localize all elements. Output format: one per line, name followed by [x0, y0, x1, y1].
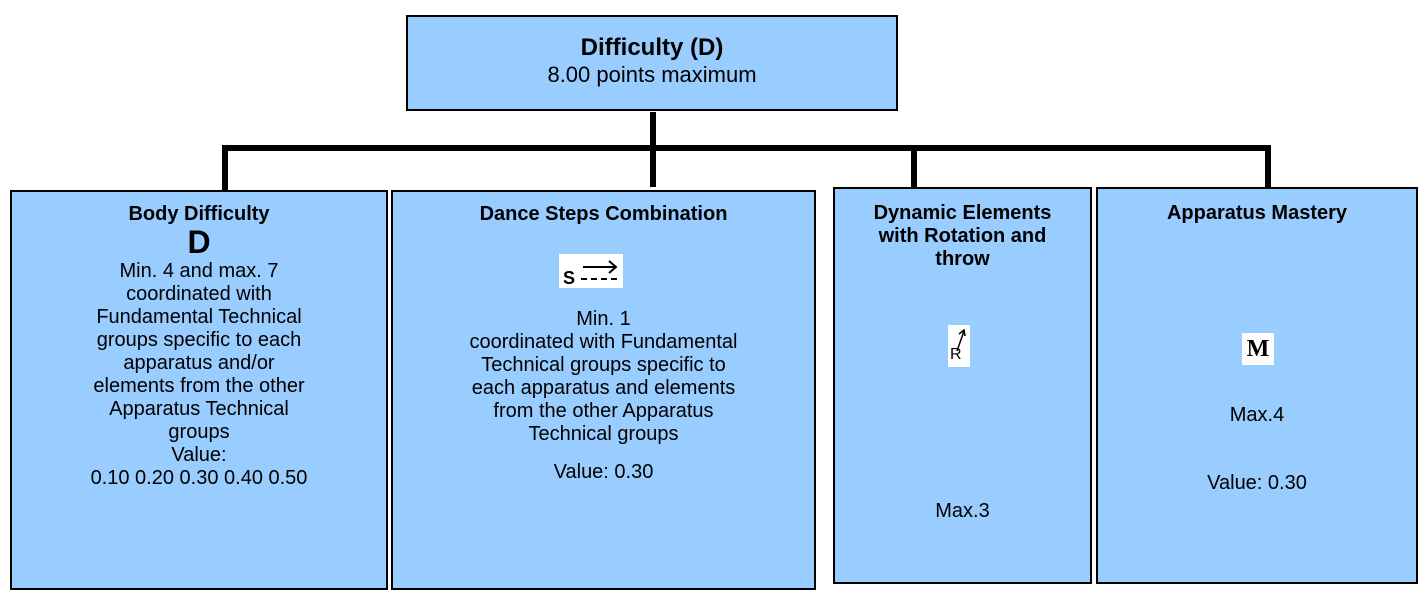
dynamic-elements-box: Dynamic Elements with Rotation and throw…: [833, 187, 1092, 584]
title-line: Dynamic Elements: [873, 202, 1052, 224]
text-line: Fundamental Technical: [96, 306, 302, 328]
connector-top-vertical: [650, 112, 656, 148]
dance-steps-value: Value: 0.30: [553, 461, 654, 483]
text-line: from the other Apparatus: [493, 400, 714, 422]
dance-steps-symbol-icon: S: [559, 254, 623, 288]
text-line: Technical groups specific to: [481, 354, 726, 376]
text-line: each apparatus and elements: [471, 377, 736, 399]
body-difficulty-title: Body Difficulty: [128, 203, 270, 225]
body-difficulty-symbol: D: [187, 224, 211, 260]
body-difficulty-box: Body Difficulty D Min. 4 and max. 7 coor…: [10, 190, 388, 590]
text-line: apparatus and/or: [123, 352, 275, 374]
dance-steps-symbol-letter: S: [563, 268, 576, 288]
difficulty-subtitle: 8.00 points maximum: [547, 62, 757, 87]
title-line: throw: [935, 248, 990, 270]
difficulty-title: Difficulty (D): [580, 34, 724, 61]
connector-drop-4: [1265, 145, 1271, 187]
rotation-symbol-letter: R: [950, 346, 962, 363]
apparatus-mastery-box: Apparatus Mastery M Max.4 Value: 0.30: [1096, 187, 1418, 584]
connector-drop-3: [911, 145, 917, 187]
connector-drop-1: [222, 145, 228, 190]
text-line: Technical groups: [528, 423, 679, 445]
body-difficulty-lines: Min. 4 and max. 7 coordinated with Funda…: [12, 260, 386, 490]
text-line: Min. 1: [576, 308, 631, 330]
value-list: 0.10 0.20 0.30 0.40 0.50: [90, 467, 308, 489]
dance-steps-lines: Min. 1 coordinated with Fundamental Tech…: [393, 308, 814, 446]
mastery-icon: M: [1242, 333, 1274, 365]
dynamic-elements-max: Max.3: [935, 500, 990, 522]
text-line: Min. 4 and max. 7: [119, 260, 279, 282]
text-line: groups specific to each: [96, 329, 302, 351]
connector-horizontal: [222, 145, 1271, 151]
connector-drop-2: [650, 145, 656, 187]
text-line: coordinated with: [126, 283, 272, 305]
text-line: groups: [168, 421, 230, 443]
rotation-throw-icon: R: [948, 325, 970, 367]
text-line: coordinated with Fundamental: [469, 331, 738, 353]
difficulty-box: Difficulty (D) 8.00 points maximum: [406, 15, 898, 111]
text-line: Apparatus Technical: [109, 398, 289, 420]
dance-steps-box: Dance Steps Combination S Min. 1 coordin…: [391, 190, 816, 590]
apparatus-mastery-value: Value: 0.30: [1207, 472, 1307, 494]
text-line: elements from the other: [93, 375, 305, 397]
dance-steps-title: Dance Steps Combination: [479, 203, 728, 225]
dynamic-elements-title: Dynamic Elements with Rotation and throw: [835, 202, 1090, 271]
value-label: Value:: [171, 444, 227, 466]
title-line: with Rotation and: [878, 225, 1047, 247]
apparatus-mastery-max: Max.4: [1229, 404, 1285, 426]
apparatus-mastery-title: Apparatus Mastery: [1166, 202, 1348, 224]
mastery-symbol-letter: M: [1246, 336, 1270, 362]
